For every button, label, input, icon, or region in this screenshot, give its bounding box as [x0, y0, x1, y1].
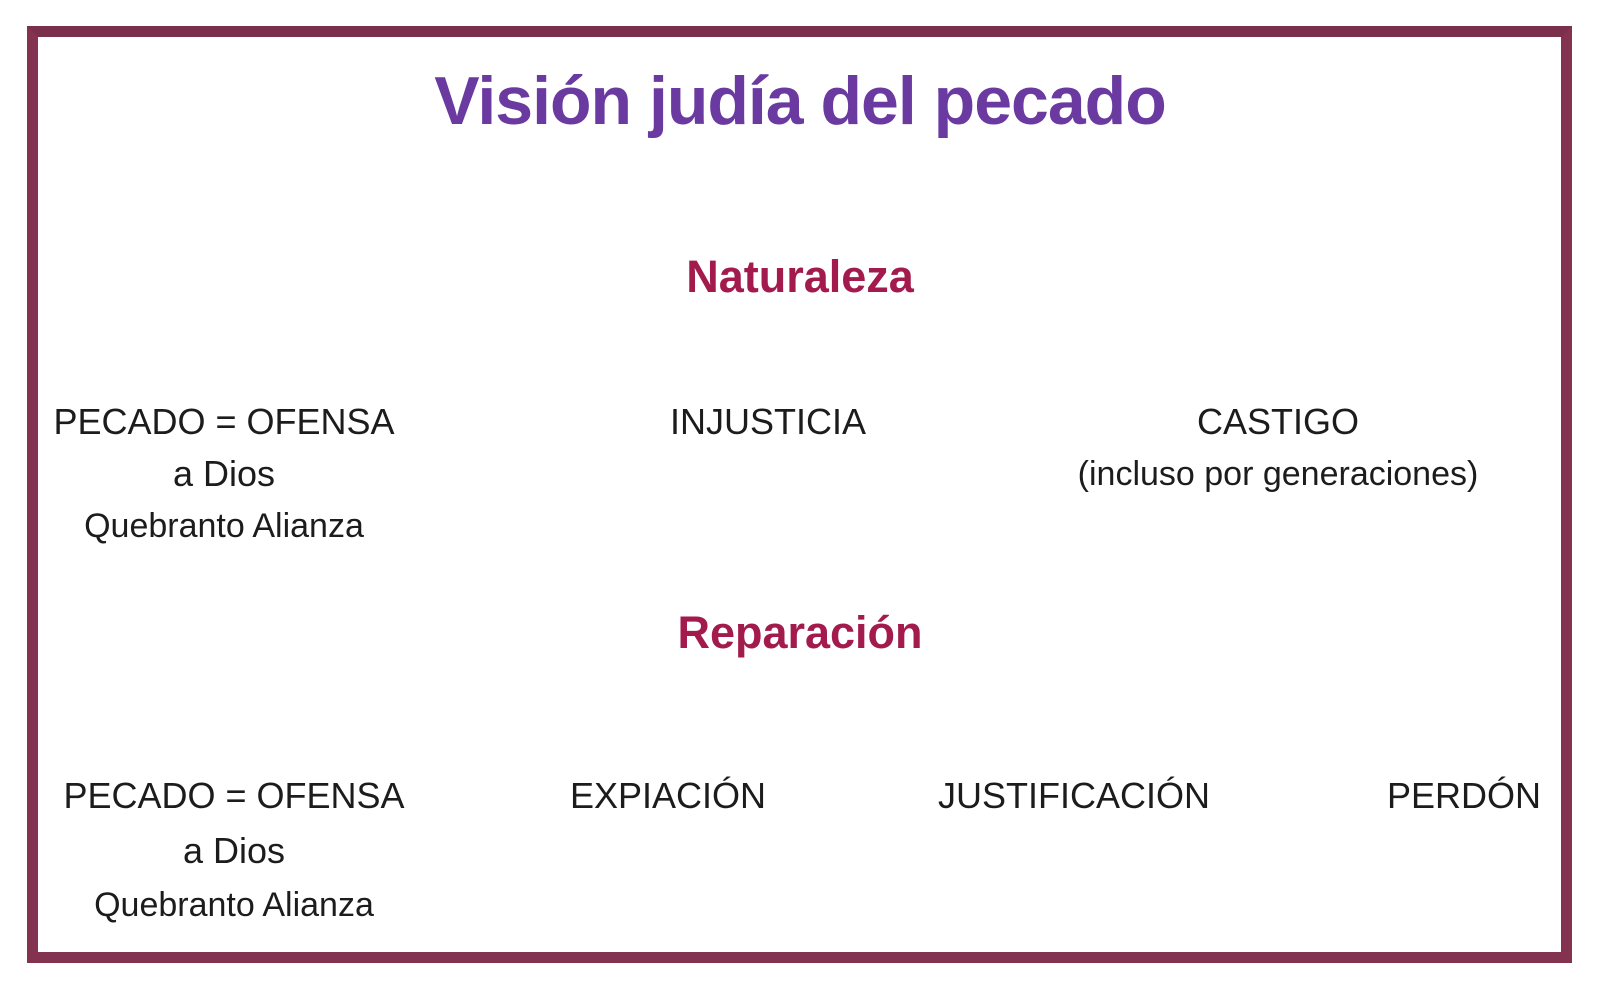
section-heading-naturaleza: Naturaleza	[686, 251, 914, 302]
concept-perdon: PERDÓN	[1387, 768, 1541, 823]
concept-line: Quebranto Alianza	[84, 507, 364, 545]
concept-injusticia: INJUSTICIA	[670, 396, 866, 448]
concept-pecado-ofensa-reparacion: PECADO = OFENSA a Dios Quebranto Alianza	[63, 768, 404, 933]
concept-line: JUSTIFICACIÓN	[937, 775, 1211, 816]
slide-title: Visión judía del pecado	[434, 63, 1166, 139]
slide-frame	[27, 26, 1572, 963]
concept-line: a Dios	[182, 830, 286, 871]
concept-pecado-ofensa-naturaleza: PECADO = OFENSA a Dios Quebranto Alianza	[53, 396, 394, 552]
concept-line: PECADO = OFENSA	[63, 775, 405, 816]
concept-line: (incluso por generaciones)	[1077, 455, 1479, 493]
concept-line: INJUSTICIA	[669, 401, 867, 442]
concept-line: a Dios	[172, 453, 276, 494]
concept-line: CASTIGO	[1196, 401, 1360, 442]
concept-line: Quebranto Alianza	[94, 886, 374, 924]
concept-justificacion: JUSTIFICACIÓN	[938, 768, 1210, 823]
concept-line: EXPIACIÓN	[569, 775, 767, 816]
concept-line: PECADO = OFENSA	[53, 401, 395, 442]
section-heading-reparacion: Reparación	[677, 607, 923, 658]
concept-castigo: CASTIGO (incluso por generaciones)	[1078, 396, 1479, 500]
concept-expiacion: EXPIACIÓN	[570, 768, 766, 823]
concept-line: PERDÓN	[1386, 775, 1542, 816]
